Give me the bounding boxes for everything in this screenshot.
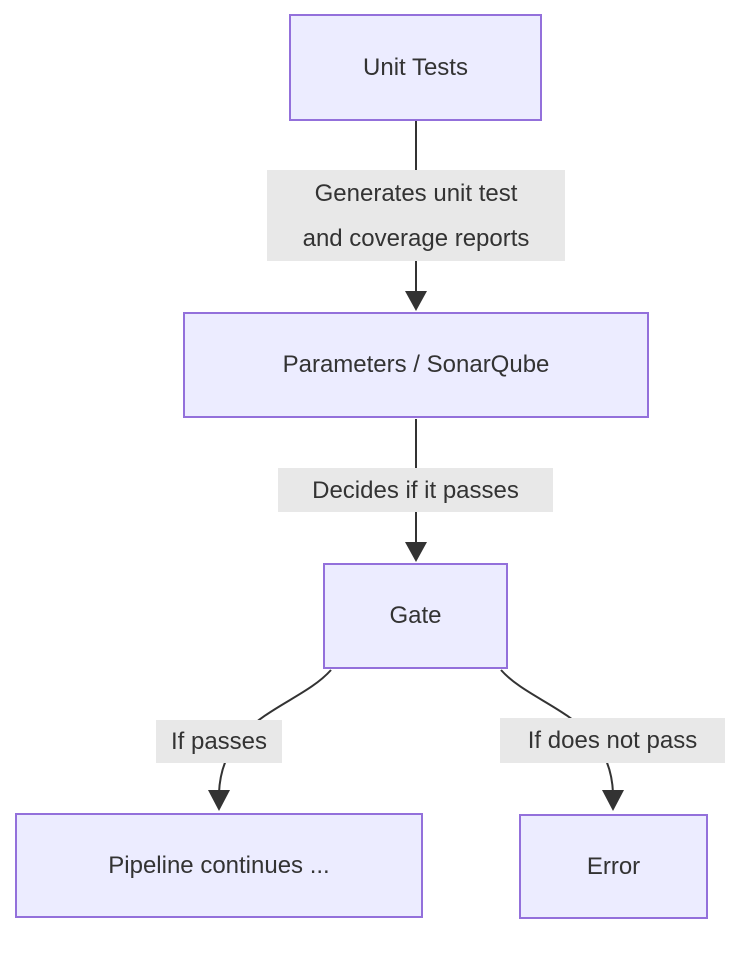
edge-label-generates-reports-line2: and coverage reports bbox=[302, 224, 530, 252]
edge-gate-to-pipeline bbox=[218, 669, 332, 794]
edge-label-decides-if-passes: Decides if it passes bbox=[278, 468, 553, 512]
node-unit-tests: Unit Tests bbox=[289, 14, 542, 121]
edge-label-generates-reports-line1: Generates unit test bbox=[314, 179, 518, 207]
node-pipeline-continues: Pipeline continues ... bbox=[15, 813, 423, 918]
edge-label-if-passes-text: If passes bbox=[170, 728, 268, 755]
arrowhead-gate-to-pipeline bbox=[208, 790, 230, 811]
node-gate: Gate bbox=[323, 563, 508, 669]
arrowhead-unit-tests-to-parameters bbox=[405, 291, 427, 311]
edge-label-if-does-not-pass-text: If does not pass bbox=[527, 727, 698, 754]
node-unit-tests-label: Unit Tests bbox=[363, 53, 468, 81]
node-parameters-sonarqube: Parameters / SonarQube bbox=[183, 312, 649, 418]
edge-label-decides-if-passes-text: Decides if it passes bbox=[312, 476, 519, 504]
node-pipeline-continues-label: Pipeline continues ... bbox=[108, 851, 330, 879]
edge-label-if-does-not-pass: If does not pass bbox=[500, 718, 725, 763]
edge-gate-to-error bbox=[500, 669, 614, 794]
node-error-label: Error bbox=[586, 852, 641, 880]
arrowhead-parameters-to-gate bbox=[405, 542, 427, 562]
node-gate-label: Gate bbox=[389, 602, 442, 629]
node-parameters-sonarqube-label: Parameters / SonarQube bbox=[282, 351, 550, 378]
node-error: Error bbox=[519, 814, 708, 919]
edge-label-generates-reports: Generates unit test and coverage reports bbox=[267, 170, 565, 261]
arrowhead-gate-to-error bbox=[602, 790, 624, 811]
edge-label-if-passes: If passes bbox=[156, 720, 282, 763]
